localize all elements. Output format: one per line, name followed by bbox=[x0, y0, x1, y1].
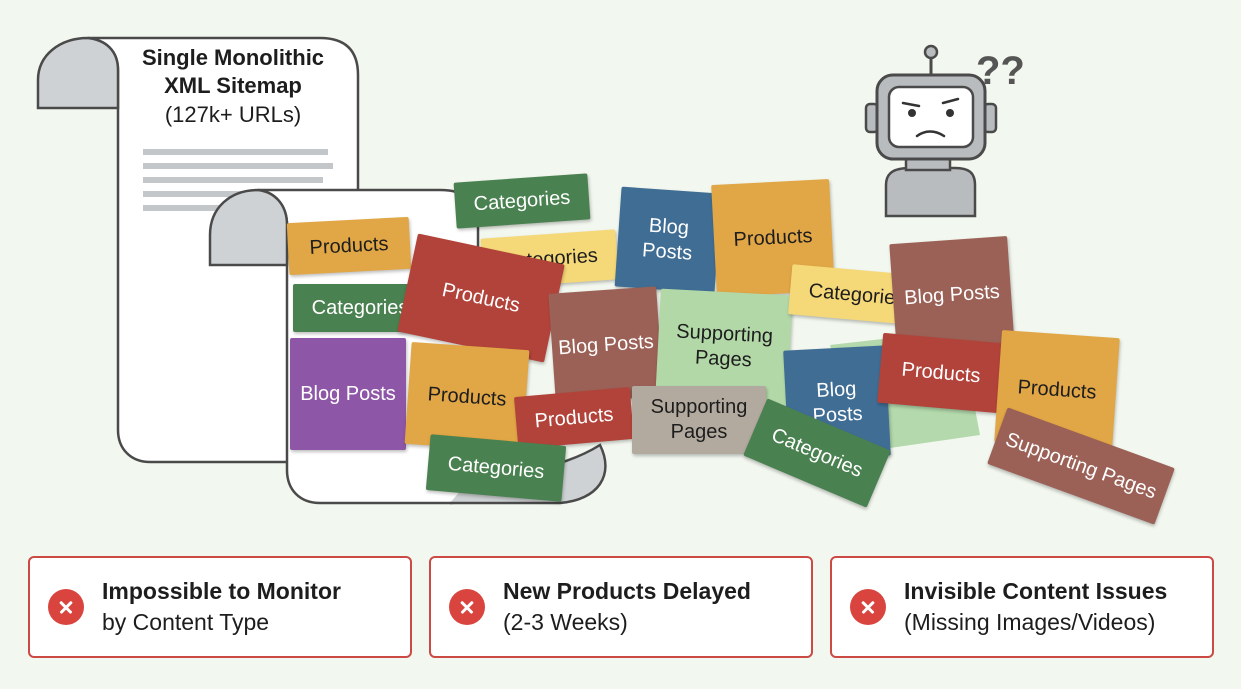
error-x-icon bbox=[48, 589, 84, 625]
sitemap-title-line2: XML Sitemap bbox=[164, 73, 302, 98]
issue-card-invisible: Invisible Content Issues (Missing Images… bbox=[830, 556, 1214, 658]
sitemap-title: Single Monolithic XML Sitemap (127k+ URL… bbox=[118, 44, 348, 130]
question-marks: ?? bbox=[976, 49, 1025, 93]
issue-heading: New Products Delayed bbox=[503, 578, 751, 604]
error-x-icon bbox=[449, 589, 485, 625]
issue-card-monitor: Impossible to Monitor by Content Type bbox=[28, 556, 412, 658]
sitemap-subtitle: (127k+ URLs) bbox=[164, 102, 302, 127]
sitemap-title-line1: Single Monolithic bbox=[141, 45, 325, 70]
issue-heading: Impossible to Monitor bbox=[102, 578, 341, 604]
content-tag-products: Products bbox=[513, 387, 635, 449]
content-tag-products: Products bbox=[404, 342, 530, 452]
content-tag-categories: Categories bbox=[425, 434, 567, 502]
confused-robot bbox=[864, 44, 998, 218]
issue-detail: (2-3 Weeks) bbox=[503, 609, 628, 635]
content-tag-blog-posts: Blog Posts bbox=[290, 338, 406, 450]
error-x-icon bbox=[850, 589, 886, 625]
content-tag-categories: Categories bbox=[453, 173, 591, 229]
content-tag-supporting-pages: Supporting Pages bbox=[632, 386, 766, 454]
issue-detail: by Content Type bbox=[102, 609, 270, 635]
content-tag-products: Products bbox=[877, 332, 1005, 414]
issue-heading: Invisible Content Issues bbox=[904, 578, 1168, 604]
issue-detail: (Missing Images/Videos) bbox=[904, 609, 1156, 635]
content-tag-blog-posts: Blog Posts bbox=[614, 186, 722, 294]
content-tag-products: Products bbox=[286, 216, 412, 276]
issue-card-delayed: New Products Delayed (2-3 Weeks) bbox=[429, 556, 813, 658]
